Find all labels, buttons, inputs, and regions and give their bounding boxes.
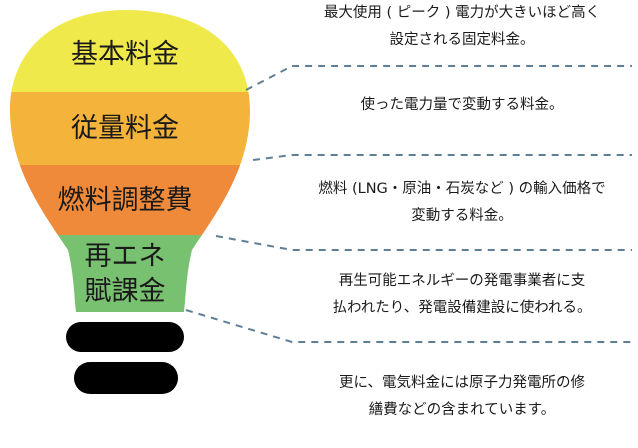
bulb-base-top — [66, 322, 184, 352]
segment-usage-fee — [10, 92, 250, 165]
description-fuel-adjustment: 燃料 (LNG・原油・石炭など ) の輸入価格で 変動する料金。 — [292, 176, 632, 230]
label-usage-fee: 従量料金 — [71, 113, 179, 144]
description-renewable-levy-line1: 再生可能エネルギーの発電事業者に支 — [338, 273, 586, 289]
label-renewable-levy-line1: 再エネ — [84, 241, 166, 272]
description-basic-fee: 最大使用 ( ピーク ) 電力が大きいほど高く 設定される固定料金。 — [292, 0, 632, 54]
description-basic-fee-line2: 設定される固定料金。 — [389, 32, 535, 48]
description-fuel-adjustment-line2: 変動する料金。 — [411, 208, 513, 224]
bulb-base-bottom — [74, 362, 178, 394]
label-fuel-adjustment: 燃料調整費 — [57, 185, 193, 216]
label-basic-fee: 基本料金 — [71, 39, 179, 70]
connector-line-1 — [245, 65, 632, 91]
description-usage-fee-line1: 使った電力量で変動する料金。 — [360, 97, 564, 113]
description-nuclear-note: 更に、電気料金には原子力発電所の修 繕費などの含まれています。 — [292, 370, 632, 424]
description-renewable-levy-line2: 払われたり、発電設備建設に使われる。 — [332, 300, 592, 316]
connector-line-2 — [252, 154, 632, 161]
description-renewable-levy: 再生可能エネルギーの発電事業者に支 払われたり、発電設備建設に使われる。 — [292, 268, 632, 322]
description-basic-fee-line1: 最大使用 ( ピーク ) 電力が大きいほど高く — [323, 5, 601, 21]
label-renewable-levy-line2: 賦課金 — [84, 276, 166, 307]
description-fuel-adjustment-line1: 燃料 (LNG・原油・石炭など ) の輸入価格で — [318, 181, 606, 197]
connector-line-4 — [185, 309, 632, 343]
description-nuclear-note-line1: 更に、電気料金には原子力発電所の修 — [338, 375, 586, 391]
description-nuclear-note-line2: 繕費などの含まれています。 — [368, 402, 556, 418]
connector-line-3 — [215, 235, 632, 251]
description-usage-fee: 使った電力量で変動する料金。 — [292, 92, 632, 119]
